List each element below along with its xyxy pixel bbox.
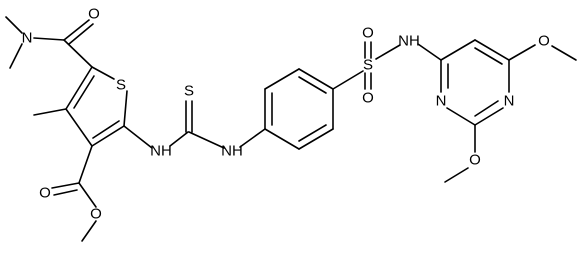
bond-c2-c3-2 (92, 120, 120, 139)
bond-benz-2 (264, 68, 300, 90)
atom-nh-sulfonamide: NH (398, 33, 420, 50)
bond-benz-5-inner (298, 124, 327, 142)
atom-o-ester-carbonyl: O (39, 185, 51, 202)
atom-n-amide: N (22, 30, 33, 47)
bond-pyr-c2-n3 (446, 107, 476, 126)
bond-o-methyl-right (551, 45, 577, 61)
bond-s1-c2 (123, 90, 128, 127)
bond-ester-c-o-1 (51, 182, 80, 189)
atom-n-pyrimidine-3: N (436, 93, 447, 110)
bond-carbonyl-c-c5 (63, 39, 93, 68)
bond-c4-c5-2 (73, 75, 95, 109)
atom-s-thiophene: S (116, 77, 126, 94)
atom-o-sulfonyl-bottom: O (362, 90, 374, 107)
atom-o-methoxy-bottom: O (469, 152, 481, 169)
atom-labels: N O S NH S NH S O O NH N N O O O O (22, 6, 550, 223)
atom-nh-thiourea-right: NH (221, 143, 243, 160)
bonds (5, 16, 577, 242)
bond-o-methyl-ester (81, 220, 97, 242)
bond-ester-c-o-ether (78, 182, 97, 208)
bond-c3-ester-c (78, 145, 93, 184)
bond-nh-left-c-thio (169, 131, 189, 147)
bond-nh-pyrimidine (417, 43, 442, 61)
bond-benz-3-inner (298, 76, 327, 94)
atom-o-sulfonyl-top: O (362, 25, 374, 42)
bond-c4-c5-1 (65, 66, 93, 110)
atom-s-thiourea: S (184, 83, 194, 100)
bond-c2-c3-1 (91, 125, 125, 147)
atom-s-sulfonyl: S (363, 57, 373, 74)
bond-benz-6 (264, 128, 300, 150)
bond-c-thio-nh-right (188, 131, 225, 149)
bond-pyr-c4-c5 (440, 39, 476, 61)
atom-o-ester-ether: O (90, 206, 102, 223)
bond-ester-c-o-2 (53, 189, 78, 196)
atom-o-methoxy-right: O (538, 33, 550, 50)
bond-n-carbonyl-c (33, 37, 65, 41)
bond-c6-o-methoxy (508, 44, 536, 61)
bond-pyr-c5-c6-1 (474, 39, 510, 61)
bond-amide-c-o-2 (68, 23, 94, 45)
atom-n-pyrimidine-1: N (504, 93, 515, 110)
bond-c5-s1 (91, 66, 115, 80)
bond-o-methyl-bottom (444, 167, 469, 183)
bond-nh-right-benzene (239, 128, 266, 148)
bond-benzene-s (332, 70, 364, 90)
bond-pyr-c5-c6-2 (474, 47, 503, 65)
bond-n-methyl-top (5, 16, 23, 34)
bond-c3-c4 (65, 108, 93, 147)
bond-c4-methyl (33, 108, 67, 116)
atom-o-amide: O (88, 6, 100, 23)
bond-pyr-n1-c2-1 (474, 107, 504, 126)
atom-nh-thiourea-left: NH (150, 143, 172, 160)
bond-c2-nh-left (123, 125, 153, 149)
bond-benz-5 (298, 128, 334, 150)
bond-s-nh (375, 44, 401, 60)
bond-n-methyl-bottom (9, 43, 23, 69)
bond-pyr-n1-c2-2 (474, 100, 499, 117)
bond-benz-3 (298, 68, 334, 90)
bond-amide-c-o-1 (63, 19, 90, 41)
